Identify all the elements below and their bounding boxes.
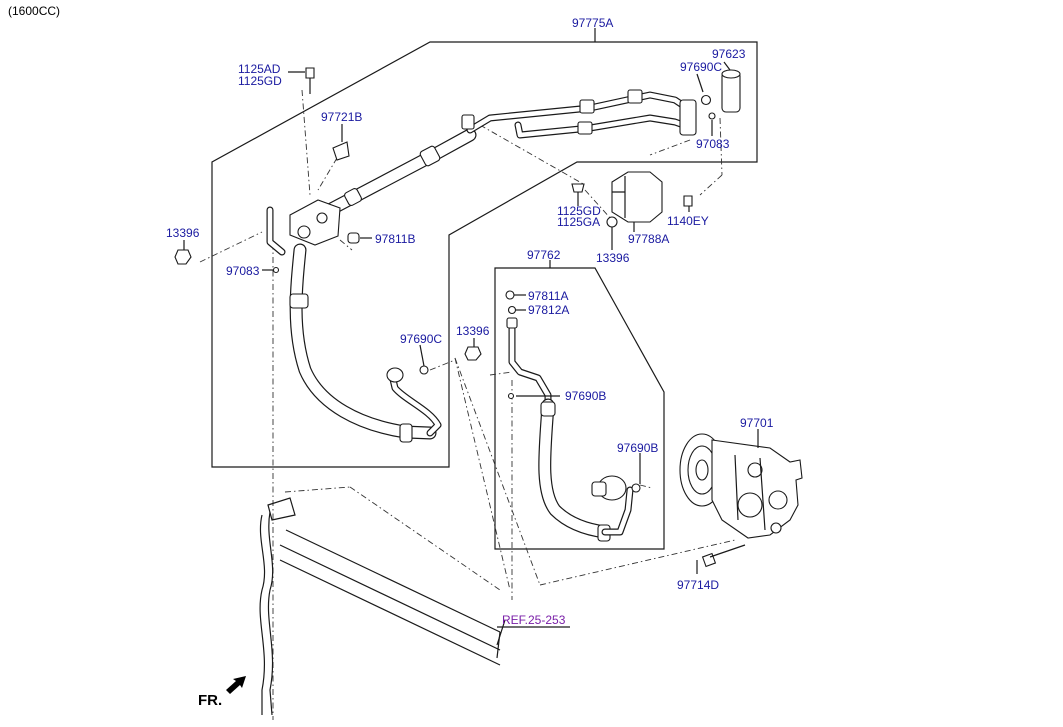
label-97762[interactable]: 97762 (527, 248, 561, 262)
label-13396-mid[interactable]: 13396 (596, 251, 630, 265)
label-1125GA[interactable]: 1125GA (557, 215, 600, 229)
front-label: FR. (198, 692, 222, 709)
variant-label: (1600CC) (8, 4, 60, 18)
label-97701[interactable]: 97701 (740, 416, 774, 430)
label-1140EY[interactable]: 1140EY (667, 214, 709, 228)
label-1125GD-mid[interactable]: 1125GD (557, 204, 601, 218)
label-97812A[interactable]: 97812A (528, 303, 569, 317)
compressor-97701 (679, 433, 803, 568)
label-97811B[interactable]: 97811B (375, 232, 415, 246)
assy-frame-97775A (211, 41, 758, 468)
discharge-hose-assy (266, 89, 697, 443)
label-leaders (183, 28, 759, 628)
bracket-97788A (571, 171, 693, 228)
label-97788A[interactable]: 97788A (628, 232, 669, 246)
label-97690C-low[interactable]: 97690C (400, 332, 442, 346)
label-97690C-top[interactable]: 97690C (680, 60, 722, 74)
assy-frame-97762 (494, 267, 665, 550)
suction-hose-assy (505, 290, 641, 542)
label-1125GD-upper[interactable]: 1125GD (238, 74, 282, 88)
label-97083-left[interactable]: 97083 (226, 264, 260, 278)
front-indicator: FR. (198, 676, 246, 709)
front-arrow-icon (226, 676, 246, 694)
label-97623[interactable]: 97623 (712, 47, 746, 61)
label-97714D[interactable]: 97714D (677, 578, 719, 592)
label-97775A[interactable]: 97775A (572, 16, 613, 30)
label-97083-top[interactable]: 97083 (696, 137, 730, 151)
label-97811A[interactable]: 97811A (528, 289, 568, 303)
label-97721B[interactable]: 97721B (321, 110, 362, 124)
label-97690B-b[interactable]: 97690B (617, 441, 658, 455)
label-97690B-a[interactable]: 97690B (565, 389, 606, 403)
part-labels: 97775A 1125AD 1125GD 97721B 97623 97690C… (166, 16, 774, 627)
condenser-ref (259, 497, 506, 716)
label-13396-low[interactable]: 13396 (456, 324, 490, 338)
reference-link[interactable]: REF.25-253 (502, 613, 566, 627)
receiver-drier-97623 (700, 69, 741, 120)
label-1125AD[interactable]: 1125AD (238, 62, 281, 76)
label-13396-left[interactable]: 13396 (166, 226, 200, 240)
dashed-leaders (199, 89, 736, 720)
